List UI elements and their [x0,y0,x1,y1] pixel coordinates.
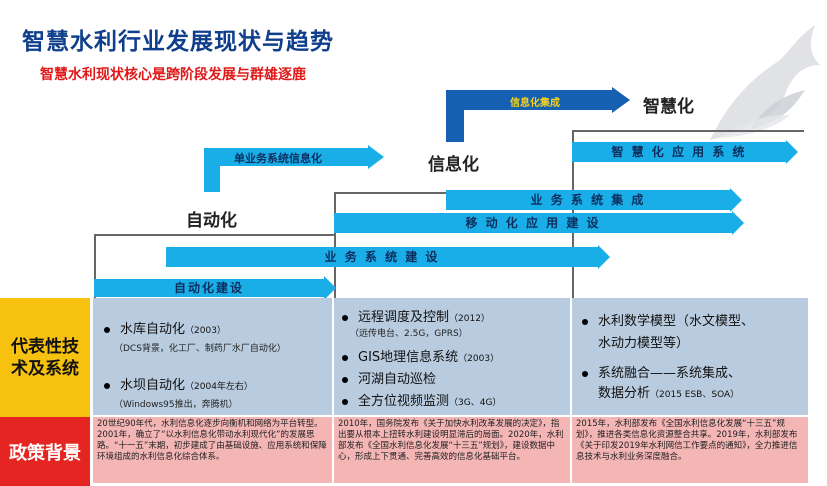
mobile-application-label: 移 动 化 应 用 建 设 [334,213,732,233]
tech-item-text: 水利数学模型（水文模型、 [598,314,755,329]
tech-item-text: 水库自动化 [120,322,186,337]
automation-construction-label: 自动化建设 [94,279,324,297]
bullet-icon [582,370,588,377]
bullet-icon [342,398,348,405]
stage-automation: 自动化 [186,211,237,231]
tech-item-note: （2012） [449,314,490,324]
tech-item-text: 系统融合——系统集成、 [598,366,742,381]
elbow-arrow-single-business: 单业务系统信息化 [204,145,384,192]
tech-item-remote-dispatch-sub: （远传电台、2.5G，GPRS） [350,329,468,339]
policy-text-col2: 2010年，国务院发布《关于加快水利改革发展的决定》，指出要从根本上扭转水利建设… [334,417,570,483]
policy-text-col3: 2015年，水利部发布《全国水利信息化发展“十三五”规划》，推进各类信息化资源整… [572,417,808,483]
tech-panel-smart [572,298,808,415]
single-business-label: 单业务系统信息化 [234,152,322,165]
smart-application-label: 智 慧 化 应 用 系 统 [572,142,786,162]
tech-item-math-model-line2: 水动力模型等） [598,336,690,351]
bullet-icon [104,326,110,333]
business-construction-label: 业 务 系 统 建 设 [166,247,598,267]
tech-item-reservoir-sub: （DCS背景，化工厂、制药厂水厂自动化） [114,344,286,354]
tech-item-text: 远程调度及控制 [358,310,450,325]
tech-item-text: GIS地理信息系统 [358,350,459,365]
informatization-integration-label: 信息化集成 [510,98,560,109]
tech-item-note: （2003） [185,326,226,336]
stair-step-1 [94,234,336,300]
representative-tech-text: 代表性技术及系统 [11,336,79,379]
tech-item-river-inspection: 河湖自动巡检 [342,368,436,387]
stage-informatization: 信息化 [428,155,479,175]
tech-item-text: 河湖自动巡检 [358,372,437,387]
stage-smart: 智慧化 [643,97,694,117]
page-subtitle: 智慧水利现状核心是跨阶段发展与群雄逐鹿 [40,67,306,83]
tech-item-gis: GIS地理信息系统（2003） [342,346,499,365]
tech-item-remote-dispatch: 远程调度及控制（2012） [342,306,490,325]
tech-item-system-fusion-line2: 数据分析（2015 ESB、SOA） [598,382,739,401]
page-title: 智慧水利行业发展现状与趋势 [22,29,334,55]
tech-item-system-fusion: 系统融合——系统集成、 [582,362,741,381]
arrow-automation-construction: 自动化建设 [94,276,336,300]
row-label-representative-tech: 代表性技术及系统 [0,298,90,417]
tech-item-video-monitoring: 全方位视频监测（3G、4G） [342,390,501,409]
arrow-mobile-application: 移 动 化 应 用 建 设 [334,211,744,235]
bullet-icon [104,382,110,389]
bullet-icon [342,354,348,361]
bullet-icon [342,376,348,383]
business-integration-label: 业 务 系 统 集 成 [446,190,730,210]
tech-item-text: 数据分析 [598,386,651,401]
tech-item-note: （2004年左右） [185,382,253,392]
tech-item-dam-sub: （Windows95推出，奔腾机） [114,400,238,410]
tech-item-text: 全方位视频监测 [358,394,450,409]
bullet-icon [342,314,348,321]
elbow-arrow-informatization-integration: 信息化集成 [446,87,632,142]
tech-item-note: （2015 ESB、SOA） [650,390,740,400]
tech-item-math-model: 水利数学模型（水文模型、 [582,310,754,329]
tech-item-dam: 水坝自动化（2004年左右） [104,374,253,393]
arrow-business-integration: 业 务 系 统 集 成 [446,188,742,212]
bullet-icon [582,318,588,325]
tech-item-note: （2003） [458,354,500,364]
policy-text-col1: 20世纪90年代，水利信息化逐步向衡机和网络为平台转型。2001年，确立了“以水… [93,417,332,483]
tech-panel-automation [93,298,332,415]
row-label-policy-background: 政策背景 [0,417,90,486]
tech-item-reservoir: 水库自动化（2003） [104,318,226,337]
wing-watermark [710,25,820,140]
arrow-business-construction: 业 务 系 统 建 设 [166,245,610,269]
arrow-smart-application: 智 慧 化 应 用 系 统 [572,140,798,164]
policy-background-text: 政策背景 [9,442,81,464]
tech-panel-informatization [334,298,570,415]
tech-item-text: 水坝自动化 [120,378,186,393]
tech-item-note: （3G、4G） [449,398,502,408]
